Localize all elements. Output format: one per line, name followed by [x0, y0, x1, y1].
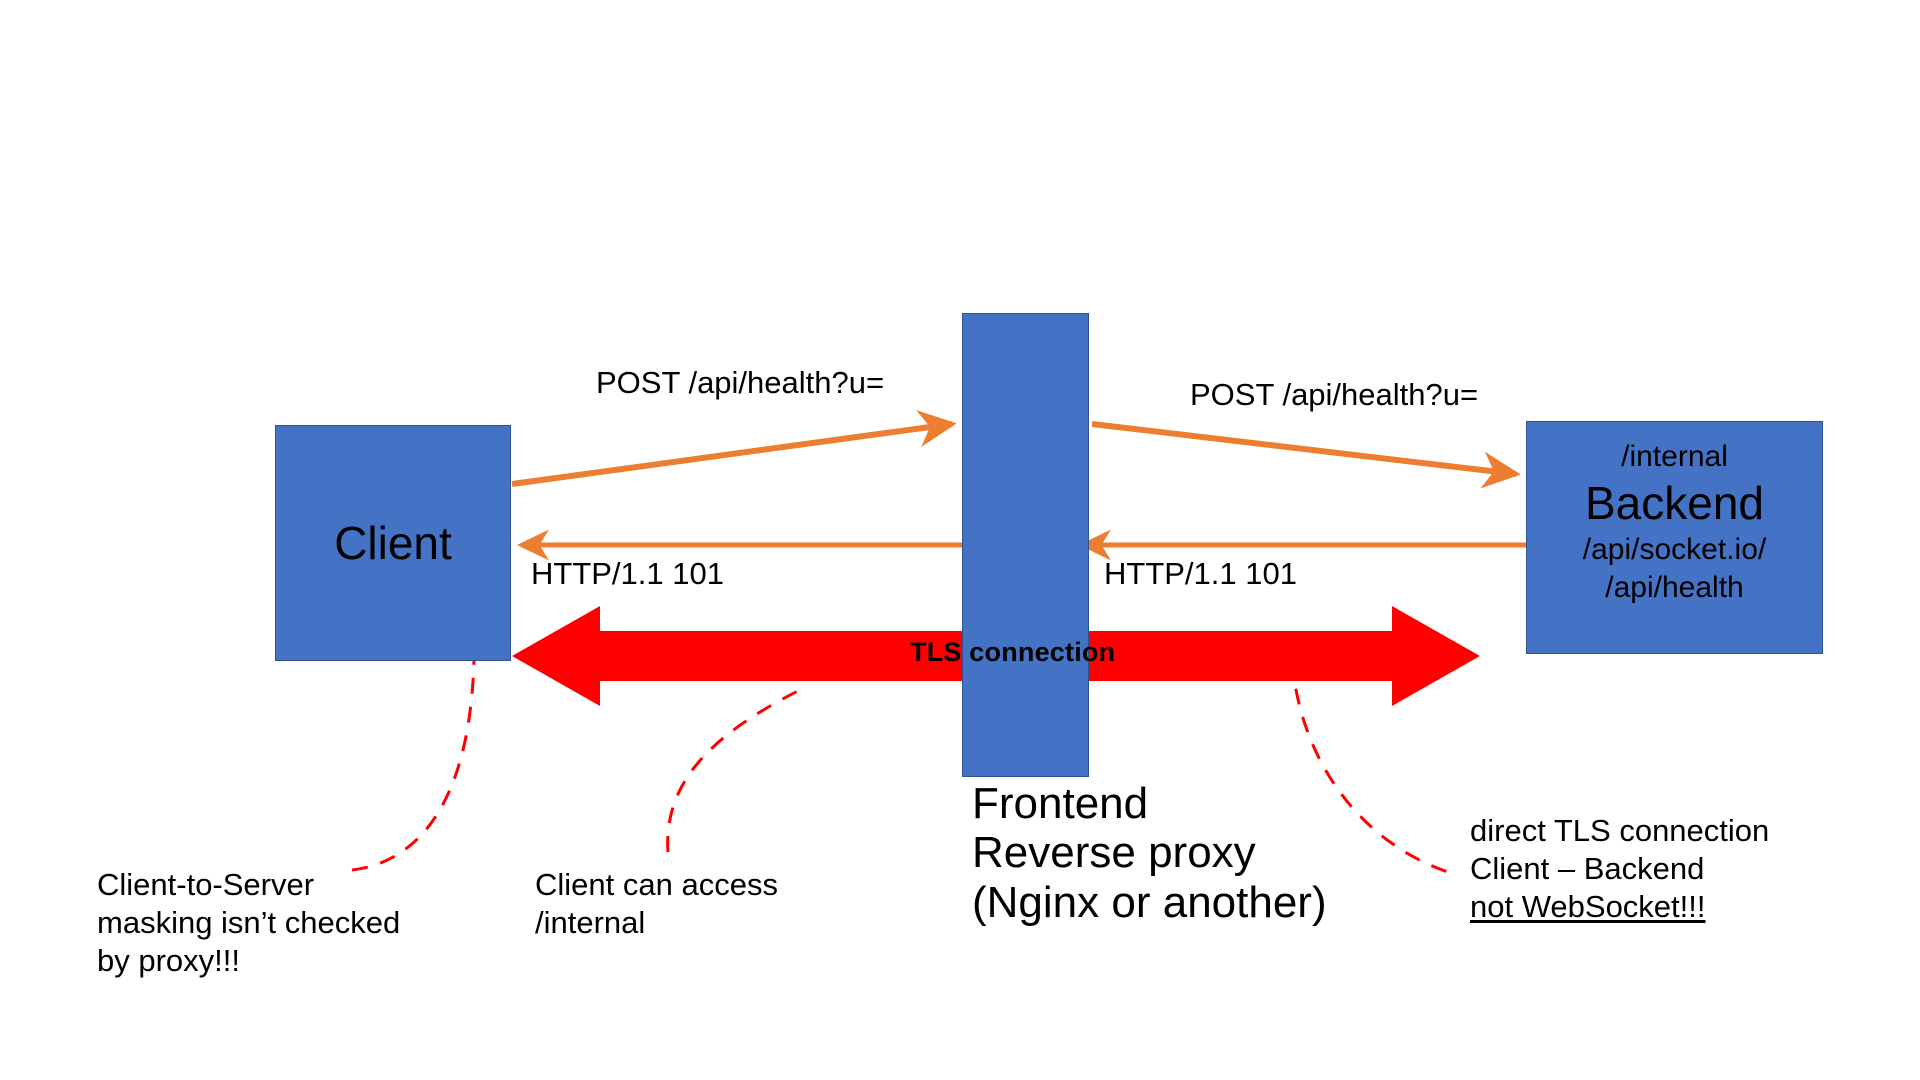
- callout-direct-line-2: Client – Backend: [1470, 850, 1705, 886]
- edge-label-request-proxy-to-backend: POST /api/health?u=: [1190, 377, 1479, 412]
- proxy-caption-line-1: Frontend: [972, 779, 1149, 828]
- callout-masking-line-2: masking isn’t checked: [97, 904, 401, 940]
- callout-line-internal: [666, 688, 801, 853]
- edge-label-response-backend-to-proxy: HTTP/1.1 101: [1104, 556, 1297, 591]
- edge-label-tls-connection: TLS connection: [910, 637, 1116, 667]
- edge-label-request-client-to-proxy: POST /api/health?u=: [596, 365, 885, 400]
- node-backend-label: Backend: [1584, 477, 1764, 530]
- node-backend[interactable]: /internal Backend /api/socket.io/ /api/h…: [1526, 421, 1823, 654]
- callout-direct-tls-note: direct TLS connection Client – Backend n…: [1470, 812, 1769, 925]
- backend-path-socketio: /api/socket.io/: [1582, 532, 1767, 566]
- callout-masking-line-3: by proxy!!!: [97, 942, 240, 978]
- callout-masking-line-1: Client-to-Server: [97, 867, 315, 902]
- arrow-request-proxy-to-backend: [1091, 421, 1521, 489]
- arrow-request-client-to-proxy: [511, 410, 957, 487]
- callout-masking-note: Client-to-Server masking isn’t checked b…: [97, 866, 400, 979]
- node-frontend-proxy-caption: Frontend Reverse proxy (Nginx or another…: [972, 779, 1327, 927]
- proxy-caption-line-3: (Nginx or another): [972, 877, 1327, 927]
- callout-internal-line-1: Client can access: [535, 867, 778, 902]
- callout-internal-line-2: /internal: [535, 904, 646, 940]
- node-frontend-proxy[interactable]: [962, 313, 1089, 777]
- backend-path-health: /api/health: [1605, 571, 1744, 605]
- backend-path-internal: /internal: [1621, 440, 1728, 473]
- proxy-caption-line-2: Reverse proxy: [972, 828, 1256, 878]
- edge-label-response-proxy-to-client: HTTP/1.1 101: [531, 556, 724, 591]
- node-client-label: Client: [334, 516, 452, 569]
- callout-direct-line-3: not WebSocket!!!: [1470, 888, 1706, 924]
- callout-internal-access-note: Client can access /internal: [535, 866, 778, 942]
- callout-line-masking: [351, 659, 476, 872]
- node-client[interactable]: Client: [275, 425, 511, 661]
- callout-direct-line-1: direct TLS connection: [1470, 813, 1770, 848]
